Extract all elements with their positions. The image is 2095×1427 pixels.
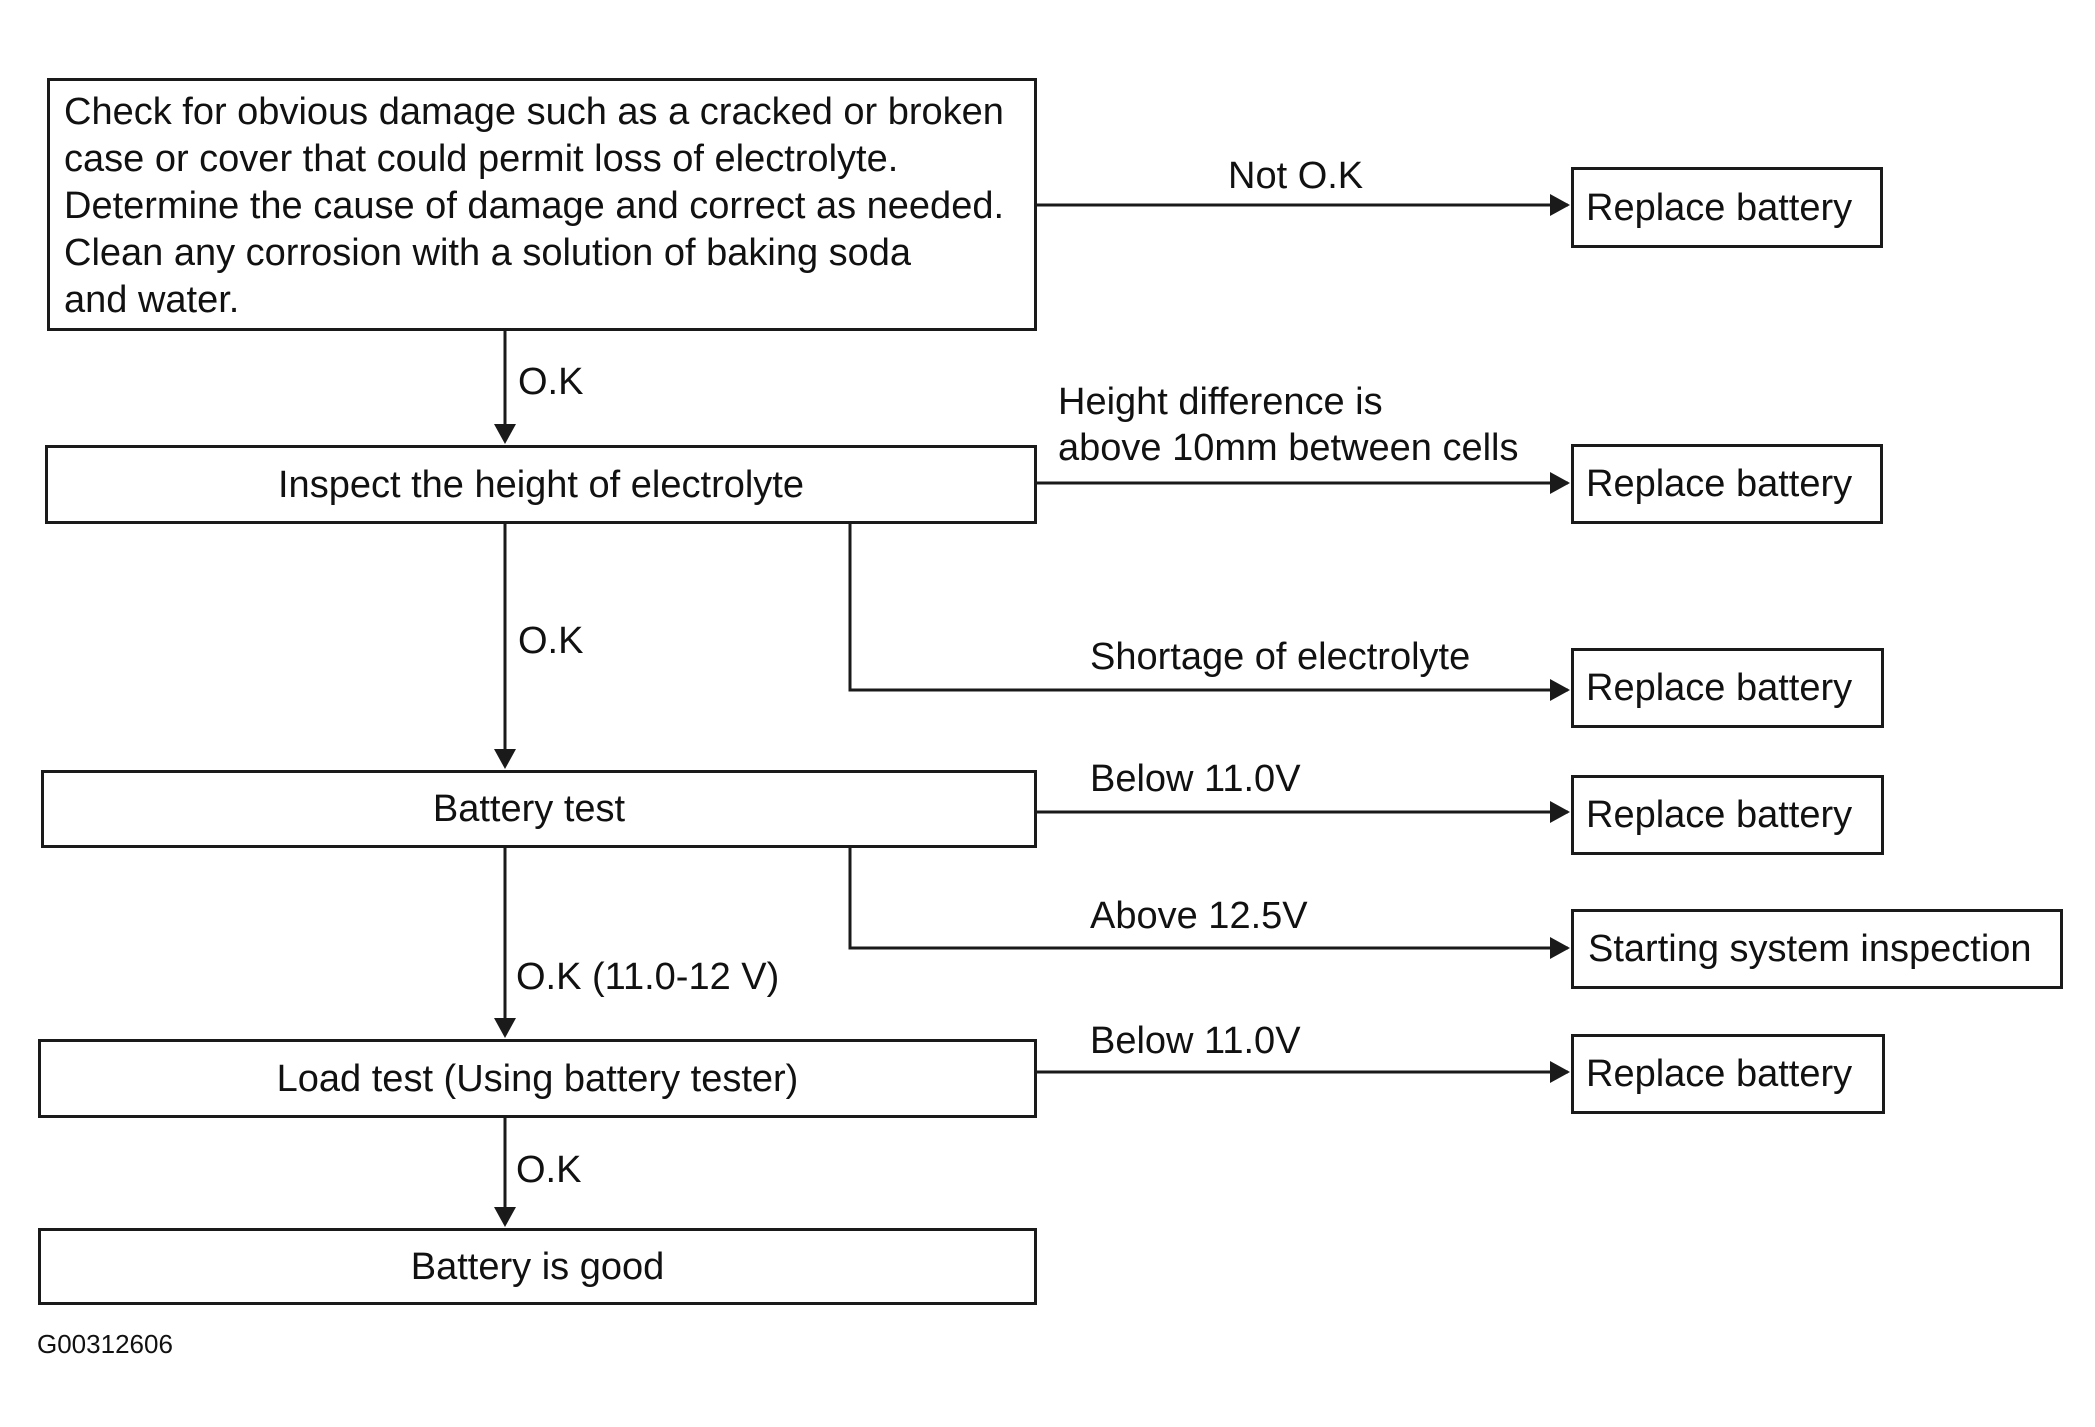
replace-battery-label: Replace battery — [1586, 667, 1853, 709]
replace-battery-box: Replace battery — [1571, 167, 1883, 248]
battery-good-box: Battery is good — [38, 1228, 1037, 1305]
label-not-ok: Not O.K — [1228, 155, 1364, 197]
battery-test-label: Battery test — [432, 788, 626, 830]
start-check-line: Check for obvious damage such as a crack… — [64, 91, 1004, 133]
replace-battery-box: Replace battery — [1571, 1034, 1885, 1114]
battery-test-box: Battery test — [41, 770, 1037, 848]
start-check-line: Clean any corrosion with a solution of b… — [64, 232, 912, 274]
figure-id: G00312606 — [37, 1329, 173, 1359]
inspect-electrolyte-box: Inspect the height of electrolyte — [45, 445, 1037, 524]
starting-system-inspection-label: Starting system inspection — [1588, 928, 2032, 970]
replace-battery-box: Replace battery — [1571, 648, 1884, 728]
replace-battery-box: Replace battery — [1571, 775, 1884, 855]
replace-battery-label: Replace battery — [1586, 794, 1853, 836]
inspect-electrolyte-label: Inspect the height of electrolyte — [278, 463, 804, 506]
replace-battery-label: Replace battery — [1586, 186, 1853, 229]
replace-battery-box: Replace battery — [1571, 444, 1883, 524]
label-below-11v: Below 11.0V — [1090, 1020, 1301, 1062]
arrow-above-12-5 — [848, 846, 1568, 950]
label-above-12-5v: Above 12.5V — [1090, 895, 1308, 937]
label-height-difference-line2: above 10mm between cells — [1058, 427, 1519, 469]
label-shortage-of-electrolyte: Shortage of electrolyte — [1090, 636, 1471, 678]
arrow-shortage — [848, 522, 1568, 692]
label-below-11v: Below 11.0V — [1090, 758, 1301, 800]
start-check-line: case or cover that could permit loss of … — [64, 138, 899, 180]
starting-system-inspection-box: Starting system inspection — [1571, 909, 2063, 989]
label-ok: O.K — [518, 361, 584, 403]
label-height-difference-line1: Height difference is — [1058, 381, 1383, 423]
start-check-line: Determine the cause of damage and correc… — [64, 185, 1005, 227]
label-ok-voltage-range: O.K (11.0-12 V) — [516, 956, 780, 998]
label-ok: O.K — [516, 1149, 582, 1191]
start-check-line: and water. — [64, 279, 240, 321]
load-test-label: Load test (Using battery tester) — [276, 1057, 799, 1100]
start-check-box: Check for obvious damage such as a crack… — [47, 78, 1037, 331]
label-ok: O.K — [518, 620, 584, 662]
replace-battery-label: Replace battery — [1586, 1053, 1853, 1095]
replace-battery-label: Replace battery — [1586, 463, 1853, 505]
load-test-box: Load test (Using battery tester) — [38, 1039, 1037, 1118]
battery-good-label: Battery is good — [410, 1245, 665, 1288]
